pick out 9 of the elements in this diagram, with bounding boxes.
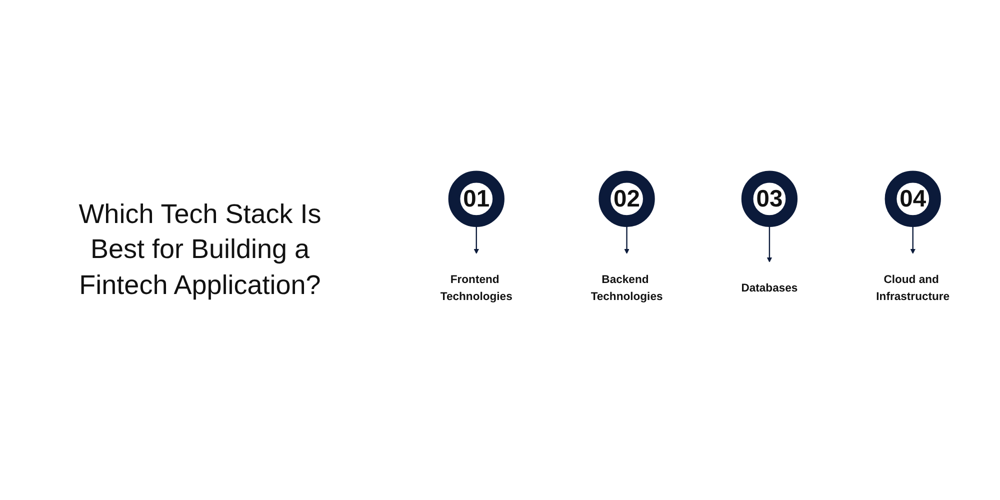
node-text: Cloud and Infrastructure [876, 273, 950, 303]
node-text: Databases [741, 282, 798, 294]
node-text: Backend Technologies [590, 273, 663, 303]
node-circle: 03 [741, 170, 798, 227]
node-circle: 02 [598, 170, 655, 227]
node-text: Frontend Technologies [440, 273, 512, 303]
node-circle: 01 [448, 170, 504, 227]
node-circle: 04 [884, 170, 941, 227]
diagram-title: Which Tech Stack Is Best for Building a Fintech Application? [78, 198, 322, 302]
